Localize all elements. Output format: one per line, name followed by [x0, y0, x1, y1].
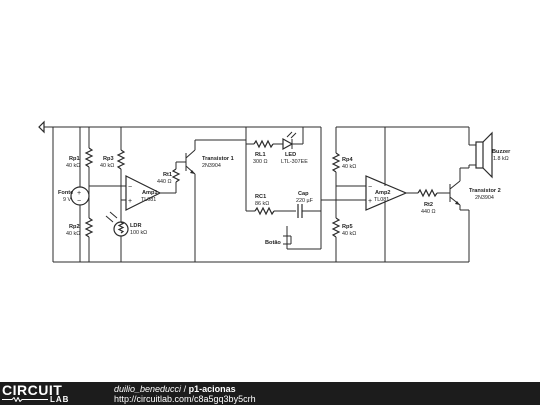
amp1-name: Amp1 — [142, 190, 158, 196]
ldr-value: 100 kΩ — [130, 230, 147, 236]
buzzer-value: 1.8 kΩ — [493, 156, 509, 162]
source-plus: + — [77, 190, 81, 197]
led: LED LTL-307EE — [281, 131, 308, 165]
capacitor-cap: Cap 220 µF — [296, 191, 321, 218]
logo-word-circuit: CIRCUIT — [2, 382, 63, 398]
ldr: LDR 100 kΩ — [105, 211, 147, 262]
rp5-value: 40 kΩ — [342, 231, 356, 237]
resistor-rt1: Rt1 440 Ω — [157, 161, 186, 193]
buzzer-name: Buzzer — [492, 149, 511, 155]
rp4-name: Rp4 — [342, 157, 353, 163]
buzzer: Buzzer 1.8 kΩ — [460, 127, 511, 179]
resistor-rp3: Rp3 40 kΩ — [100, 127, 126, 222]
amp1-minus: − — [128, 184, 132, 191]
resistor-rp1: Rp1 40 kΩ — [66, 127, 94, 218]
rt2-name: Rt2 — [424, 202, 433, 208]
resistor-rp4: Rp4 40 kΩ — [331, 127, 356, 218]
opamp-amp1: − + Amp1 TL081 — [125, 175, 162, 211]
source-name: Fonte — [58, 190, 73, 196]
rt2-value: 440 Ω — [421, 209, 436, 215]
rp3-value: 40 kΩ — [100, 163, 114, 169]
amp1-plus: + — [128, 198, 132, 205]
schematic: + − Fonte 9 V Rp1 40 kΩ Rp2 40 kΩ Rp3 40… — [38, 120, 511, 263]
opamp-amp2: − + Amp2 TL081 — [365, 175, 408, 211]
amp2-plus: + — [368, 198, 372, 205]
source-minus: − — [77, 198, 81, 205]
resistor-rc1: RC1 86 kΩ — [246, 194, 296, 216]
botao-name: Botão — [265, 240, 281, 246]
rc1-name: RC1 — [255, 194, 266, 200]
top-rail — [38, 120, 469, 134]
amp2-value: TL081 — [374, 197, 389, 203]
rp2-name: Rp2 — [69, 224, 80, 230]
logo-word-lab: LAB — [50, 395, 70, 404]
led-value: LTL-307EE — [281, 159, 308, 165]
t2-value: 2N3904 — [475, 195, 494, 201]
t2-name: Transistor 2 — [469, 188, 501, 194]
rp3-name: Rp3 — [103, 156, 114, 162]
rp5-name: Rp5 — [342, 224, 353, 230]
amp1-value: TL081 — [141, 197, 156, 203]
rl1-name: RL1 — [255, 152, 266, 158]
circuitlab-logo[interactable]: CIRCUIT LAB — [2, 382, 94, 404]
amp2-name: Amp2 — [375, 190, 391, 196]
resistor-rp5: Rp5 40 kΩ — [331, 217, 356, 262]
logo-trace-icon — [2, 397, 48, 402]
rt1-value: 440 Ω — [157, 179, 172, 185]
voltage-source: + − Fonte 9 V — [52, 127, 90, 262]
t1-name: Transistor 1 — [202, 156, 234, 162]
author-line: duilio_beneducci / p1-acionas — [114, 384, 236, 394]
amp2-minus: − — [368, 184, 372, 191]
author-separator: / — [181, 384, 189, 394]
transistor-t1: Transistor 1 2N3904 — [185, 140, 234, 262]
resistor-rt2: Rt2 440 Ω — [417, 188, 450, 215]
rt1-name: Rt1 — [163, 172, 172, 178]
circuit-url[interactable]: http://circuitlab.com/c8a5gq3by5crh — [114, 394, 256, 404]
footer-bar: CIRCUIT LAB duilio_beneducci / p1-aciona… — [0, 382, 540, 405]
rp4-value: 40 kΩ — [342, 164, 356, 170]
resistor-rp2: Rp2 40 kΩ — [66, 217, 94, 262]
transistor-t2: Transistor 2 2N3904 — [449, 168, 501, 262]
source-value: 9 V — [63, 197, 71, 203]
rl1-value: 300 Ω — [253, 159, 268, 165]
project-link[interactable]: p1-acionas — [188, 384, 236, 394]
led-name: LED — [285, 152, 296, 158]
ldr-name: LDR — [130, 223, 142, 229]
author-link[interactable]: duilio_beneducci — [114, 384, 182, 394]
resistor-rl1: RL1 300 Ω — [246, 139, 283, 165]
rp2-value: 40 kΩ — [66, 231, 80, 237]
cap-name: Cap — [298, 191, 309, 197]
rp1-name: Rp1 — [69, 156, 80, 162]
cap-value: 220 µF — [296, 198, 314, 204]
t1-value: 2N3904 — [202, 163, 221, 169]
push-button-botao: Botão — [265, 226, 321, 250]
rp1-value: 40 kΩ — [66, 163, 80, 169]
rc1-value: 86 kΩ — [255, 201, 269, 207]
